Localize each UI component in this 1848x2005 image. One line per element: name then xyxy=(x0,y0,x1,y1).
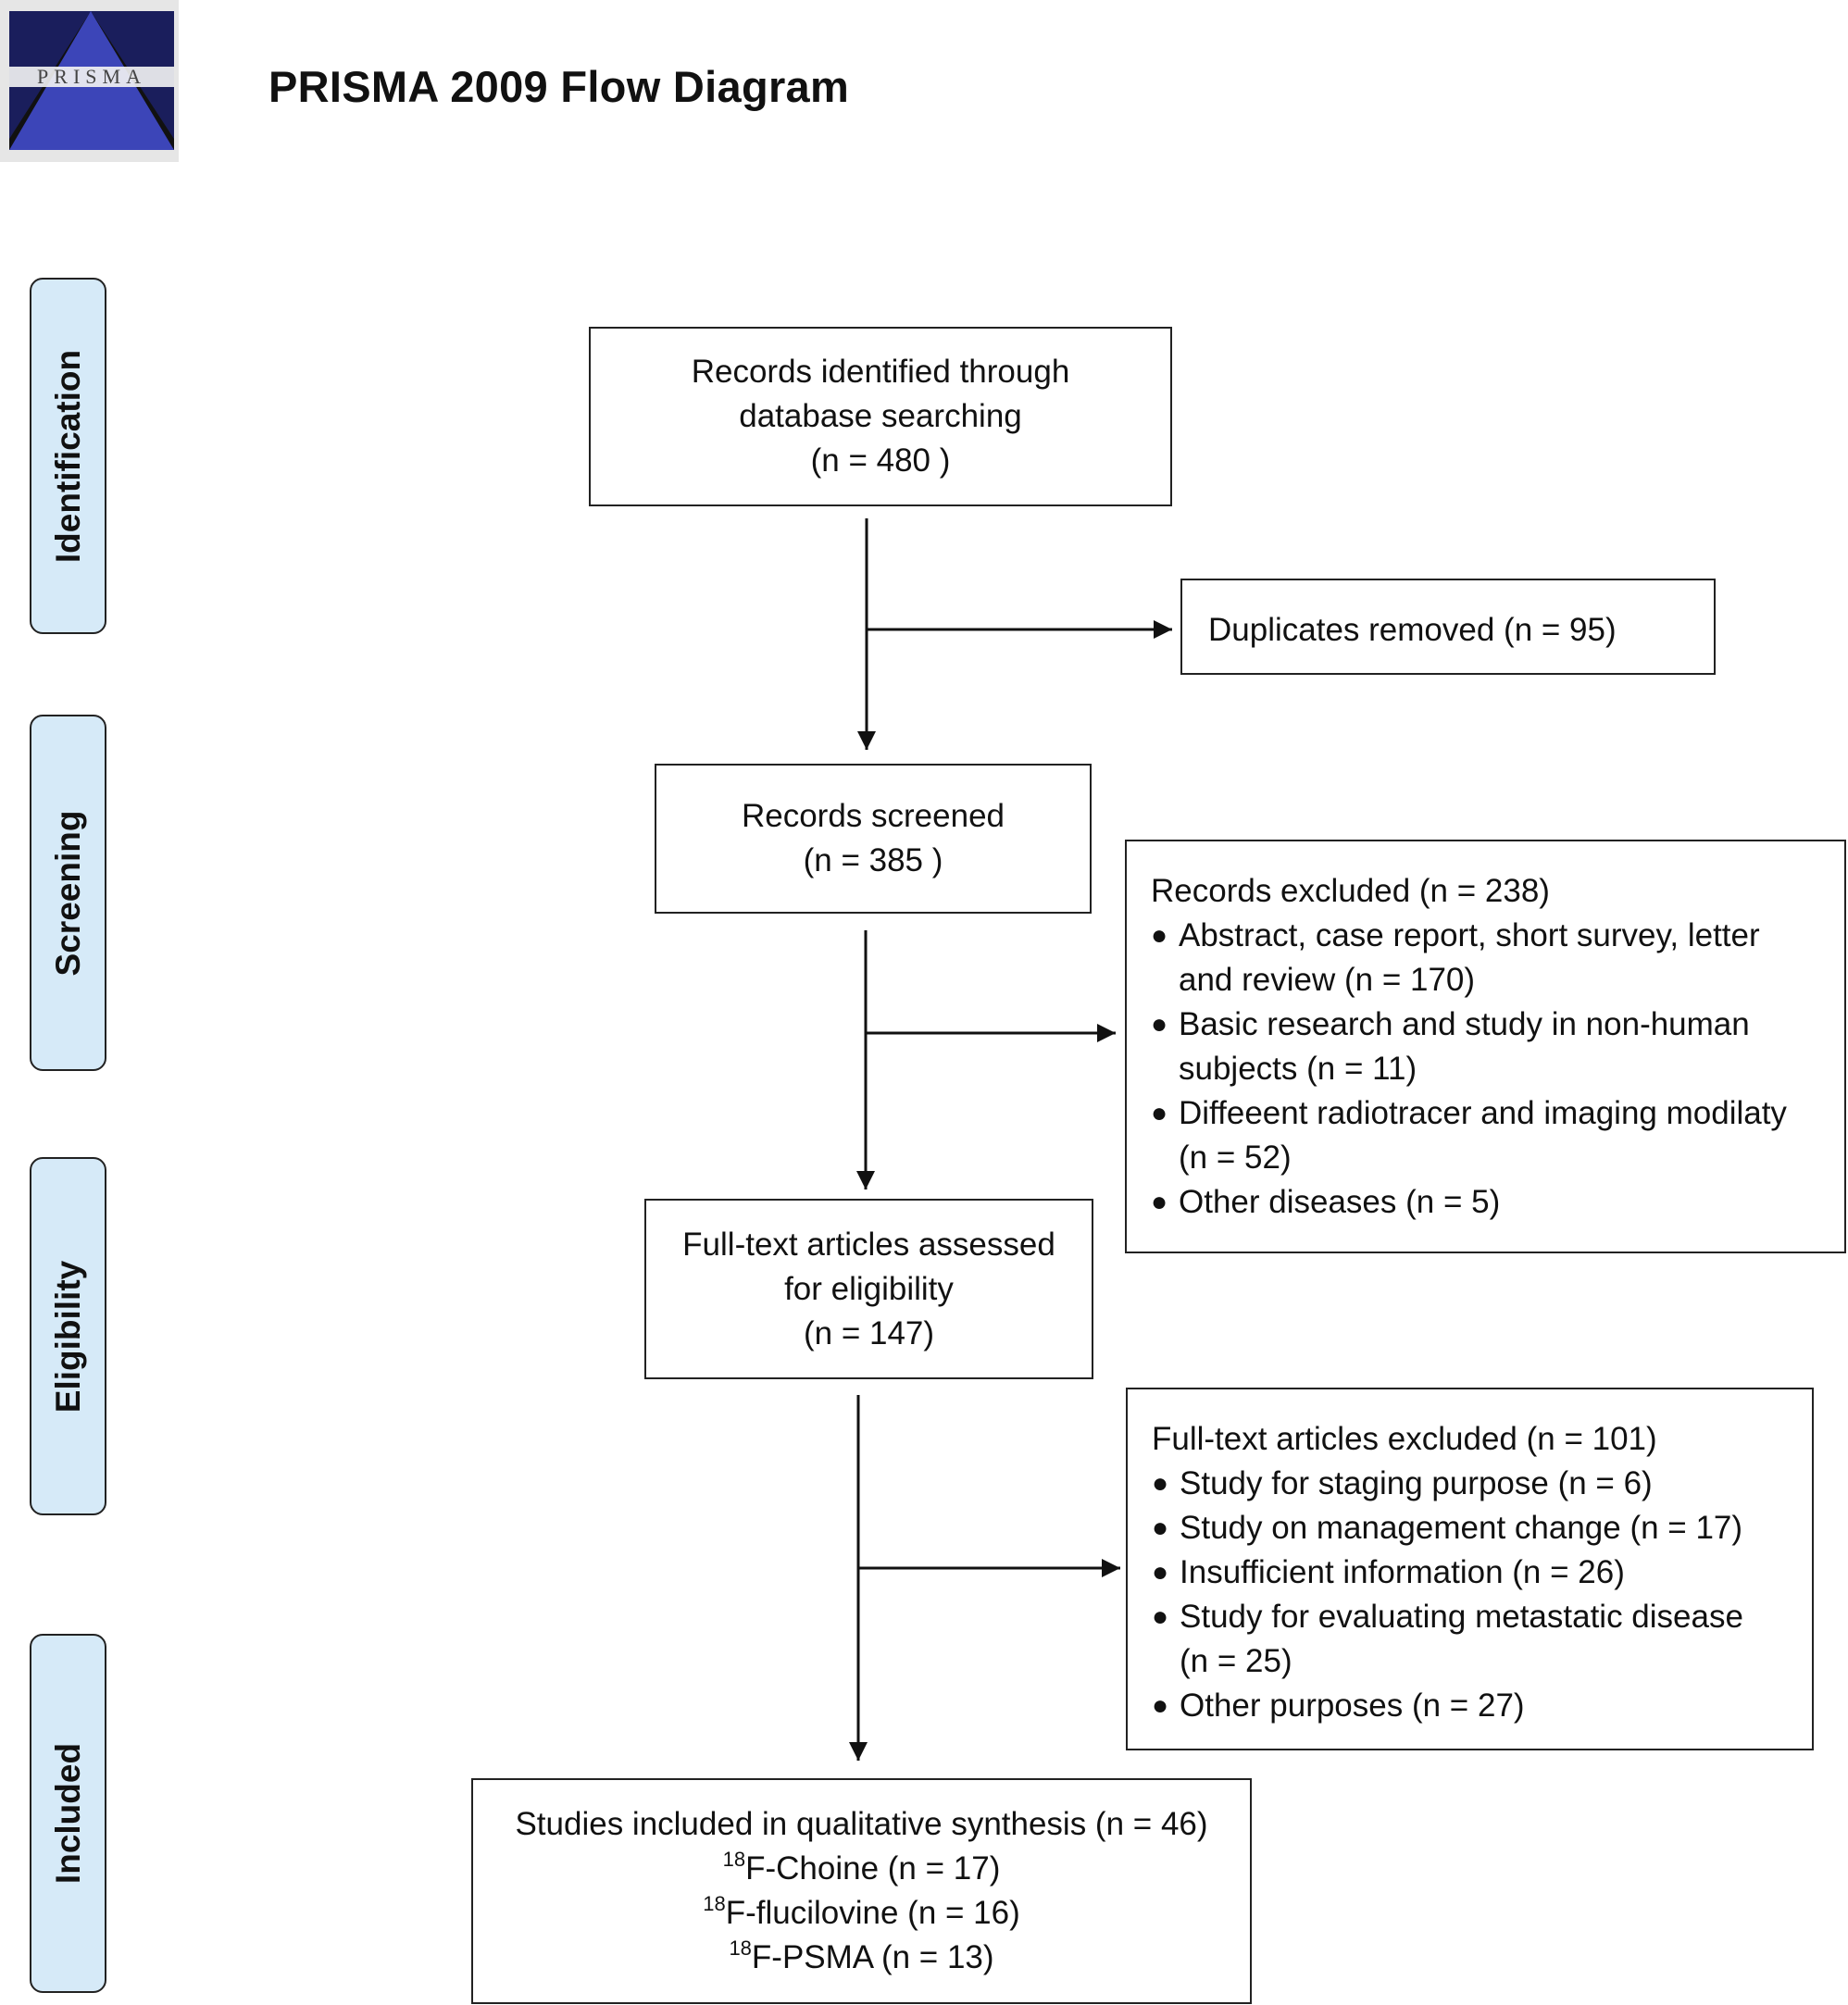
stage-tab-eligibility: Eligibility xyxy=(30,1157,106,1515)
excluded-reason-3-cont: (n = 52) xyxy=(1179,1139,1292,1176)
fulltext-excluded-box: Full-text articles excluded (n = 101) St… xyxy=(1126,1388,1814,1750)
fulltext-line-1: Full-text articles assessed xyxy=(682,1226,1055,1263)
identified-line-1: Records identified through xyxy=(691,354,1070,390)
tracer-psma-label: F-PSMA (n = 13) xyxy=(751,1939,994,1975)
excluded-reason-3: Diffeeent radiotracer and imaging modila… xyxy=(1151,1091,1844,1136)
identified-line-2: database searching xyxy=(739,398,1022,434)
page-title: PRISMA 2009 Flow Diagram xyxy=(268,62,850,111)
records-screened-box: Records screened (n = 385 ) xyxy=(655,764,1092,914)
fulltext-excluded-reason-2: Study on management change (n = 17) xyxy=(1152,1506,1812,1550)
excluded-reason-4: Other diseases (n = 5) xyxy=(1151,1180,1844,1225)
fulltext-assessed-box: Full-text articles assessed for eligibil… xyxy=(644,1199,1093,1379)
fulltext-excluded-reason-1: Study for staging purpose (n = 6) xyxy=(1152,1462,1812,1506)
included-tracer-psma: 18F-PSMA (n = 13) xyxy=(473,1936,1250,1980)
fulltext-count: (n = 147) xyxy=(803,1314,935,1351)
fulltext-excluded-reason-5: Other purposes (n = 27) xyxy=(1152,1684,1812,1728)
isotope-superscript: 18 xyxy=(703,1892,726,1915)
excluded-reason-1-cont: and review (n = 170) xyxy=(1179,962,1476,998)
fulltext-excluded-reason-3: Insufficient information (n = 26) xyxy=(1152,1550,1812,1595)
screened-line-1: Records screened xyxy=(741,798,1005,834)
duplicates-text: Duplicates removed (n = 95) xyxy=(1208,612,1617,648)
fulltext-excluded-heading: Full-text articles excluded (n = 101) xyxy=(1152,1421,1657,1457)
included-summary: Studies included in qualitative synthesi… xyxy=(515,1806,1208,1842)
excluded-reason-2-cont: subjects (n = 11) xyxy=(1179,1051,1417,1087)
stage-tab-screening: Screening xyxy=(30,715,106,1071)
tracer-fluciclovine-label: F-flucilovine (n = 16) xyxy=(725,1895,1020,1931)
fulltext-line-2: for eligibility xyxy=(784,1270,954,1307)
isotope-superscript: 18 xyxy=(722,1848,746,1871)
isotope-superscript: 18 xyxy=(729,1937,752,1960)
included-tracer-fluciclovine: 18F-flucilovine (n = 16) xyxy=(473,1891,1250,1936)
duplicates-removed-box: Duplicates removed (n = 95) xyxy=(1180,579,1716,675)
screened-count: (n = 385 ) xyxy=(803,842,943,878)
tracer-choline-label: F-Choine (n = 17) xyxy=(745,1850,1001,1887)
studies-included-box: Studies included in qualitative synthesi… xyxy=(471,1778,1252,2004)
records-identified-box: Records identified through database sear… xyxy=(589,327,1172,506)
excluded-reason-1: Abstract, case report, short survey, let… xyxy=(1151,914,1844,958)
stage-tab-identification: Identification xyxy=(30,278,106,634)
logo-text: PRISMA xyxy=(37,65,146,88)
fulltext-excluded-reason-4: Study for evaluating metastatic disease xyxy=(1152,1595,1812,1639)
included-tracer-choline: 18F-Choine (n = 17) xyxy=(473,1847,1250,1891)
prisma-logo: PRISMA xyxy=(0,0,179,162)
excluded-reason-2: Basic research and study in non-human xyxy=(1151,1002,1844,1047)
records-excluded-heading: Records excluded (n = 238) xyxy=(1151,873,1550,909)
stage-tab-included: Included xyxy=(30,1634,106,1993)
fulltext-excluded-reason-4-cont: (n = 25) xyxy=(1180,1643,1292,1679)
identified-count: (n = 480 ) xyxy=(810,442,951,479)
records-excluded-box: Records excluded (n = 238) Abstract, cas… xyxy=(1125,840,1846,1253)
